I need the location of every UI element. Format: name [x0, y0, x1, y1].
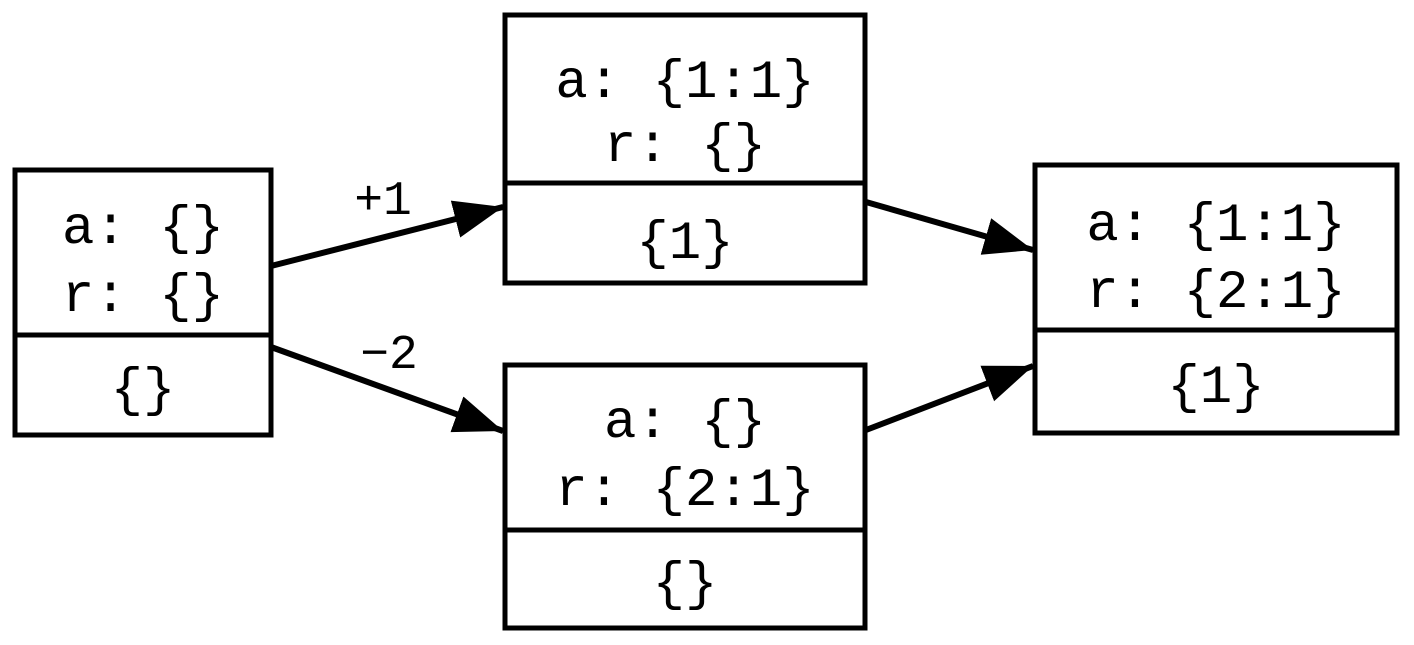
edge-plus-one: +1 [270, 175, 504, 269]
edge-plus-one-to-merged [865, 199, 1034, 255]
edge-arrow [865, 199, 1034, 255]
node-box [502, 12, 868, 286]
node-field-r: r: {} [62, 267, 224, 328]
node-merged-state: a: {1:1} r: {2:1} {1} [1032, 162, 1400, 436]
edge-arrow [269, 344, 505, 434]
node-field-a: a: {} [604, 393, 766, 454]
node-field-r: r: {2:1} [555, 461, 814, 522]
node-initial-state: a: {} r: {} {} [12, 167, 274, 438]
edge-label: +1 [354, 175, 412, 229]
edge-minus-two: −2 [269, 329, 505, 434]
node-after-plus-one: a: {1:1} r: {} {1} [502, 12, 868, 286]
edge-arrow [270, 200, 504, 269]
node-box [12, 167, 274, 438]
node-output: {} [653, 555, 718, 616]
node-field-a: a: {} [62, 199, 224, 260]
node-field-r: r: {} [604, 117, 766, 178]
node-box [1032, 162, 1400, 436]
edge-label: −2 [360, 329, 418, 383]
node-field-a: a: {1:1} [555, 53, 814, 114]
node-output: {1} [1167, 358, 1264, 419]
node-field-a: a: {1:1} [1086, 196, 1345, 257]
node-field-r: r: {2:1} [1086, 263, 1345, 324]
node-after-minus-two: a: {} r: {2:1} {} [502, 362, 868, 631]
edge-arrow [864, 363, 1035, 433]
node-output: {} [111, 361, 176, 422]
edge-minus-two-to-merged [864, 363, 1035, 433]
node-output: {1} [636, 214, 733, 275]
node-box [502, 362, 868, 631]
